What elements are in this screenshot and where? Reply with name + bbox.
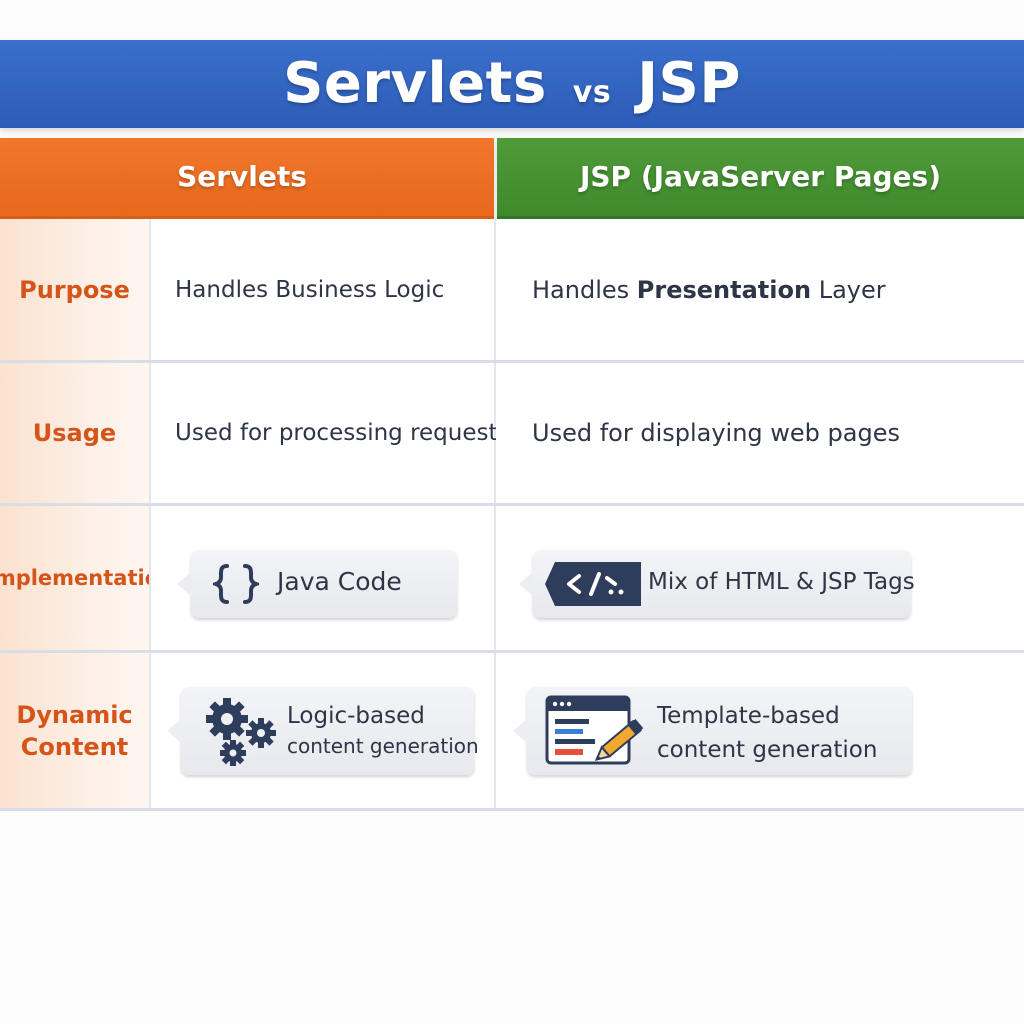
row-label-cell: Dynamic Content xyxy=(0,653,151,808)
logic-based-callout: Logic-based content generation xyxy=(167,687,479,775)
row-label-cell: Usage xyxy=(0,363,151,503)
row-label-cell: Implementation xyxy=(0,506,151,650)
jsp-usage-text: Used for displaying web pages xyxy=(532,419,900,447)
jsp-purpose-post: Layer xyxy=(811,275,886,304)
row-divider xyxy=(0,503,1024,506)
jsp-cell-dynamic-content: Template-based content generation xyxy=(496,653,1024,808)
jsp-cell-implementation: Mix of HTML & JSP Tags xyxy=(496,506,1024,650)
row-label-content: Content xyxy=(20,732,129,761)
title-banner: Servlets vs JSP xyxy=(0,40,1024,128)
html-tags-callout: Mix of HTML & JSP Tags xyxy=(519,550,915,618)
row-label-usage: Usage xyxy=(32,419,117,447)
row-label-dynamic-content: Dynamic Content xyxy=(0,699,149,763)
curly-braces-icon xyxy=(213,564,259,604)
html-tags-text: Mix of HTML & JSP Tags xyxy=(648,569,915,595)
servlets-usage-text: Used for processing requests xyxy=(175,420,510,446)
title-servlets: Servlets xyxy=(283,51,547,116)
browser-template-pen-icon xyxy=(545,695,644,765)
servlets-cell-dynamic-content: Logic-based content generation xyxy=(151,653,496,808)
row-label-cell: Purpose xyxy=(0,219,151,360)
servlets-cell-purpose: Handles Business Logic xyxy=(151,219,496,360)
title-vs: vs xyxy=(572,75,612,110)
row-label-implementation: Implementation xyxy=(0,566,149,590)
java-code-text: Java Code xyxy=(277,567,402,596)
row-divider xyxy=(0,650,1024,653)
java-code-callout: Java Code xyxy=(177,550,457,618)
row-divider xyxy=(0,808,1024,811)
template-based-line1: Template-based xyxy=(657,703,840,729)
column-header-servlets: Servlets xyxy=(0,138,494,219)
row-label-purpose: Purpose xyxy=(19,275,130,304)
template-based-callout: Template-based content generation xyxy=(513,687,912,775)
table-row-usage: Usage Used for processing requests Used … xyxy=(0,363,1024,503)
servlets-purpose-text: Handles Business Logic xyxy=(175,276,445,303)
table-row-implementation: Implementation Java Code Mix of HTML & J… xyxy=(0,506,1024,650)
jsp-cell-usage: Used for displaying web pages xyxy=(496,363,1024,503)
column-header-jsp: JSP (JavaServer Pages) xyxy=(497,138,1024,219)
jsp-purpose-text: Handles Presentation Layer xyxy=(532,275,886,305)
page-title: Servlets vs JSP xyxy=(0,50,1024,127)
servlets-cell-implementation: Java Code xyxy=(151,506,496,650)
template-based-text: Template-based content generation xyxy=(657,699,877,767)
servlets-cell-usage: Used for processing requests xyxy=(151,363,510,503)
code-tag-icon xyxy=(545,562,641,606)
logic-based-line2: content generation xyxy=(287,734,479,758)
row-divider xyxy=(0,360,1024,363)
jsp-purpose-pre: Handles xyxy=(532,275,637,304)
title-jsp: JSP xyxy=(637,51,741,116)
template-based-line2: content generation xyxy=(657,737,878,763)
table-row-purpose: Purpose Handles Business Logic Handles P… xyxy=(0,219,1024,360)
logic-based-line1: Logic-based xyxy=(287,703,425,729)
row-label-dynamic: Dynamic xyxy=(16,700,133,729)
jsp-purpose-bold: Presentation xyxy=(636,275,812,304)
gears-icon xyxy=(206,698,276,766)
logic-based-text: Logic-based content generation xyxy=(287,701,479,761)
table-row-dynamic-content: Dynamic Content xyxy=(0,653,1024,808)
jsp-cell-purpose: Handles Presentation Layer xyxy=(496,219,1024,360)
